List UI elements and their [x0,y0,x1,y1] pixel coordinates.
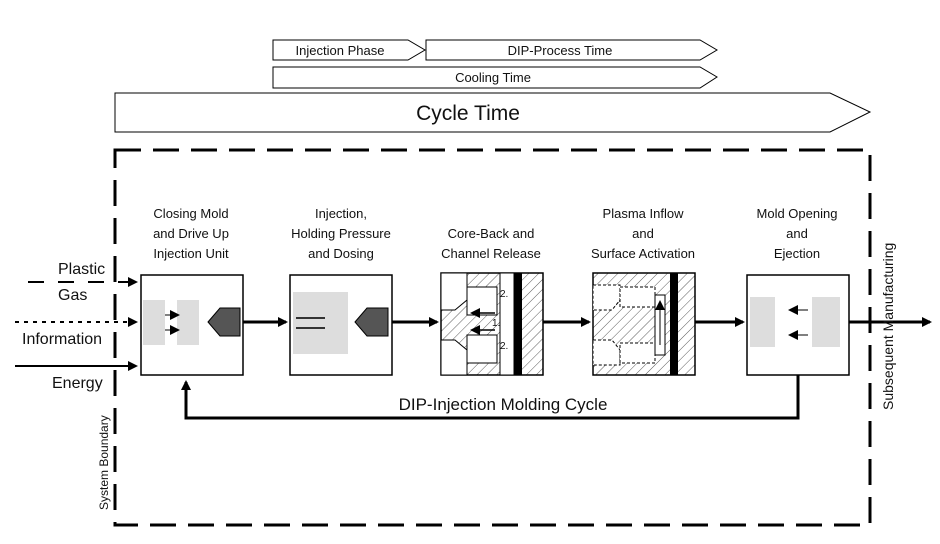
step-label: Mold Opening [757,206,838,221]
cycle-loop-arrow [181,375,800,420]
injection-phase-arrow: Injection Phase [272,39,426,61]
step-label: 2. [500,341,508,352]
system-boundary-label: System Boundary [97,415,111,510]
injection-phase-label: Injection Phase [296,43,385,58]
step-mold-opening: Mold Opening and Ejection [746,206,850,376]
plastic-label: Plastic [58,261,105,278]
step-label: 2. [500,289,508,300]
step-core-back: Core-Back and Channel Release 1. 2. 2. [440,226,544,376]
step-plasma-inflow: Plasma Inflow and Surface Activation [591,206,696,376]
step-injection: Injection, Holding Pressure and Dosing [289,206,393,376]
step-label: Surface Activation [591,246,695,261]
dip-process-time-arrow: DIP-Process Time [425,39,718,61]
cycle-label: DIP-Injection Molding Cycle [399,395,608,414]
cycle-time-label: Cycle Time [416,102,520,125]
step-label: 1. [492,318,500,329]
gas-label: Gas [58,287,87,304]
information-label: Information [22,331,102,348]
cycle-time-arrow: Cycle Time [114,92,872,133]
output-label: Subsequent Manufacturing [880,243,896,410]
step-label: and [632,226,654,241]
inputs: Plastic Gas Information Energy [15,261,138,392]
cooling-time-label: Cooling Time [455,70,531,85]
step-label: Channel Release [441,246,541,261]
energy-label: Energy [52,375,103,392]
step-label: Ejection [774,246,820,261]
step-label: Injection, [315,206,367,221]
step-closing-mold: Closing Mold and Drive Up Injection Unit [140,206,244,376]
step-label: and [786,226,808,241]
dip-process-time-label: DIP-Process Time [508,43,613,58]
step-label: Injection Unit [153,246,229,261]
step-label: Closing Mold [153,206,228,221]
cooling-time-arrow: Cooling Time [272,66,718,89]
step-label: Core-Back and [448,226,535,241]
step-label: Holding Pressure [291,226,391,241]
step-label: and Drive Up [153,226,229,241]
step-label: Plasma Inflow [603,206,685,221]
system-boundary-box [113,148,872,527]
step-label: and Dosing [308,246,374,261]
